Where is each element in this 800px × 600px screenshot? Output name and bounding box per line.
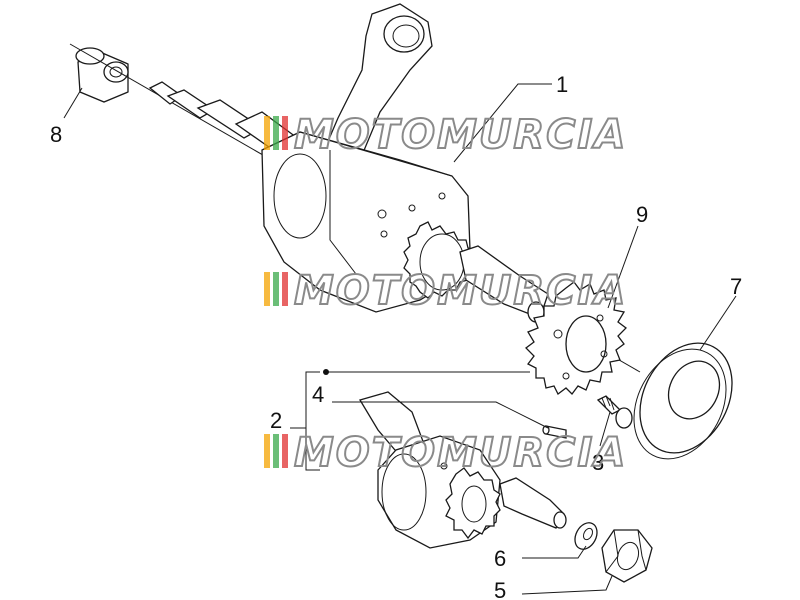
nut-part-5: [601, 529, 653, 583]
callout-4: 4: [312, 382, 324, 407]
crankshaft-assembly-part-2: [359, 391, 567, 549]
watermark-text: MOTOMURCIA: [294, 268, 627, 314]
callout-7: 7: [730, 274, 742, 299]
watermark-2: MOTOMURCIA: [264, 267, 627, 315]
watermark-stripe-green: [273, 272, 279, 306]
washer-part-7: [633, 342, 733, 460]
screw-part-3: [596, 395, 633, 429]
watermark-text: MOTOMURCIA: [294, 112, 627, 158]
watermark-stripe-red: [282, 272, 288, 306]
watermark-3: MOTOMURCIA: [264, 429, 627, 477]
callout-2: 2: [270, 408, 282, 433]
callout-8: 8: [50, 122, 62, 147]
watermark-stripe-green: [273, 116, 279, 150]
callout-labels: 1 9 7 8 4 2 3 6 5: [50, 72, 742, 600]
callout-5: 5: [494, 578, 506, 600]
watermark-1: MOTOMURCIA: [264, 111, 627, 159]
watermark-stripe-orange: [264, 434, 270, 468]
callout-3: 3: [592, 450, 604, 475]
watermark-stripe-green: [273, 434, 279, 468]
callout-6: 6: [494, 546, 506, 571]
watermark-stripe-orange: [264, 116, 270, 150]
callout-9: 9: [636, 202, 648, 227]
watermark-stripe-red: [282, 434, 288, 468]
watermark-stripe-red: [282, 116, 288, 150]
sprocket-part-9: [525, 281, 627, 395]
bushing-part-8: [75, 47, 129, 103]
leader-lines: [63, 83, 737, 595]
watermark-text: MOTOMURCIA: [294, 430, 627, 476]
small-washer-part-6: [574, 522, 598, 550]
callout-1: 1: [556, 72, 568, 97]
watermark-stripe-orange: [264, 272, 270, 306]
